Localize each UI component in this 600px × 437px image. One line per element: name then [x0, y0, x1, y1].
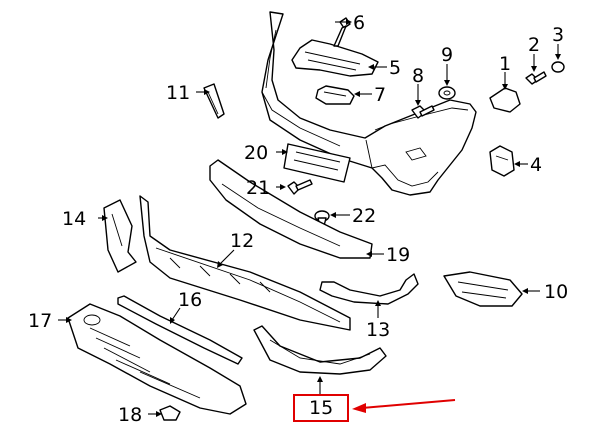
- callout-3: 3: [552, 24, 564, 46]
- part-11-reflector: [203, 83, 225, 119]
- callout-19: 19: [386, 244, 410, 266]
- callout-2: 2: [528, 34, 540, 56]
- part-14-side-bracket: [103, 199, 137, 273]
- part-19-beam: [209, 159, 373, 259]
- callout-15: 15: [309, 397, 333, 419]
- bumper-cover: [261, 11, 477, 196]
- callout-6: 6: [353, 12, 365, 34]
- part-2-bolt: [525, 71, 547, 85]
- part-12-lower-bumper: [139, 195, 351, 331]
- part-21-screw: [287, 179, 313, 195]
- callout-8: 8: [412, 65, 424, 87]
- callout-5: 5: [389, 57, 401, 79]
- callout-9: 9: [441, 44, 453, 66]
- callout-18: 18: [118, 404, 142, 426]
- part-20-plate-bracket: [283, 143, 351, 183]
- part-10-grille-insert: [443, 271, 523, 307]
- part-1-bracket: [489, 87, 521, 113]
- red-arrow-head: [352, 403, 366, 413]
- callout-1: 1: [499, 53, 511, 75]
- part-9-washer: [438, 86, 456, 100]
- callout-17: 17: [28, 310, 52, 332]
- callout-13: 13: [366, 319, 390, 341]
- callout-21: 21: [246, 177, 270, 199]
- part-8-bolt: [411, 105, 435, 119]
- callout-7: 7: [374, 84, 386, 106]
- part-15-lower-trim: [253, 325, 387, 375]
- callout-11: 11: [166, 82, 190, 104]
- callout-10: 10: [544, 281, 568, 303]
- leader-lines: [58, 19, 561, 417]
- callout-14: 14: [62, 208, 86, 230]
- highlight-box: [293, 394, 349, 422]
- part-7-clip: [315, 85, 355, 105]
- part-17-skid-plate: [67, 303, 247, 415]
- callout-20: 20: [244, 142, 268, 164]
- callout-12: 12: [230, 230, 254, 252]
- callout-16: 16: [178, 289, 202, 311]
- part-13-harness: [319, 273, 419, 305]
- part-3-nut: [551, 61, 565, 73]
- part-18-clip: [159, 405, 181, 421]
- callout-22: 22: [352, 205, 376, 227]
- highlight-15: [293, 394, 456, 422]
- part-16-trim-strip: [117, 295, 243, 365]
- red-arrow-line: [361, 399, 456, 409]
- part-4-bracket: [489, 145, 515, 177]
- callout-labels: 6 5 7 11 8 9 1 2 3 4 20 21 22 19 14 12 1…: [28, 12, 568, 426]
- callout-4: 4: [530, 154, 542, 176]
- part-5-bracket: [291, 39, 379, 77]
